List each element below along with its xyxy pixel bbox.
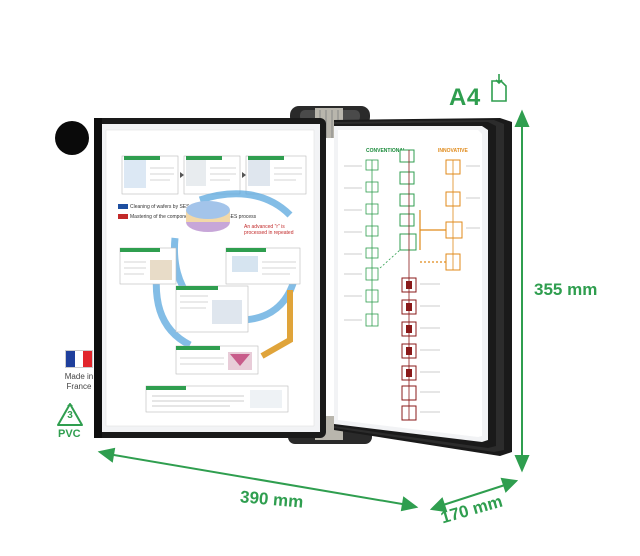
- recycle-triangle-icon: [57, 403, 83, 426]
- depth-arrow: [429, 477, 519, 513]
- color-swatch[interactable]: [55, 121, 89, 155]
- height-arrow: [514, 109, 530, 473]
- svg-text:An advanced "r" is: An advanced "r" is: [244, 224, 285, 230]
- height-label: 355 mm: [534, 280, 598, 299]
- column-conventional: CONVENTIONAL: [366, 148, 406, 154]
- origin-line2: France: [66, 382, 92, 391]
- portrait-page-download-icon: [491, 74, 507, 102]
- recycle-code: 3: [67, 410, 73, 421]
- recycling-badge: 3 PVC: [56, 402, 96, 440]
- column-innovative: INNOVATIVE: [438, 148, 468, 154]
- width-arrow: [97, 447, 419, 512]
- right-pocket-stack: [334, 118, 512, 456]
- origin-badge: Made in France: [54, 350, 104, 392]
- svg-text:processed in repeated: processed in repeated: [244, 230, 294, 236]
- left-process-diagram: Cleaning of wafers by SES process Master…: [118, 155, 307, 413]
- right-flow-chart: CONVENTIONAL INNOVATIVE: [344, 148, 480, 421]
- caption-cleaning: Cleaning of wafers by SES process: [130, 204, 209, 210]
- france-flag-icon: [65, 350, 93, 368]
- format-label: A4: [449, 84, 481, 111]
- recycle-material: PVC: [58, 428, 81, 440]
- origin-line1: Made in: [64, 372, 94, 381]
